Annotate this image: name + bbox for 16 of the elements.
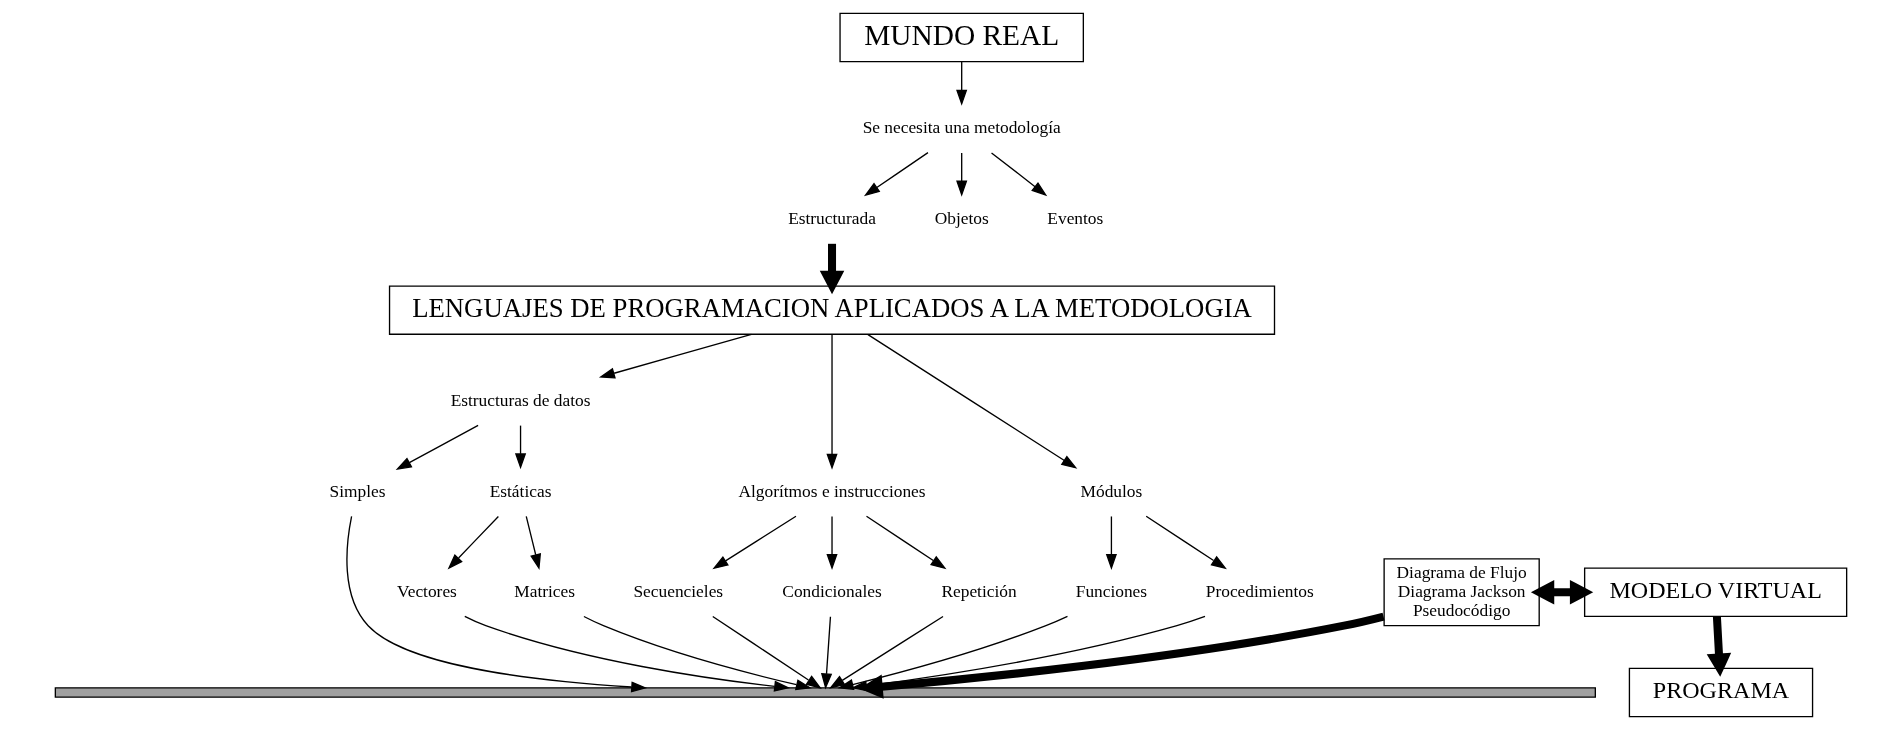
node-text: Eventos — [1046, 208, 1103, 228]
node-text: Módulos — [1080, 481, 1142, 501]
node-text: Simples — [328, 481, 385, 501]
node-text: Funciones — [1075, 581, 1147, 601]
node-text: Se necesita una metodología — [862, 117, 1061, 137]
node-text: Procedimientos — [1205, 581, 1314, 601]
node-text: Secuencieles — [632, 581, 723, 601]
node-text: Estáticas — [489, 481, 551, 501]
node-text: Condicionales — [781, 581, 882, 601]
node-text: Algorítmos e instrucciones — [737, 481, 926, 501]
node-text: Repetición — [940, 581, 1017, 601]
node-text: Matrices — [513, 581, 575, 601]
node-text: Estructuras de datos — [450, 390, 590, 410]
node-text: Estructurada — [787, 208, 876, 228]
node-text: Vectores — [396, 581, 457, 601]
node-text: Objetos — [934, 208, 989, 228]
